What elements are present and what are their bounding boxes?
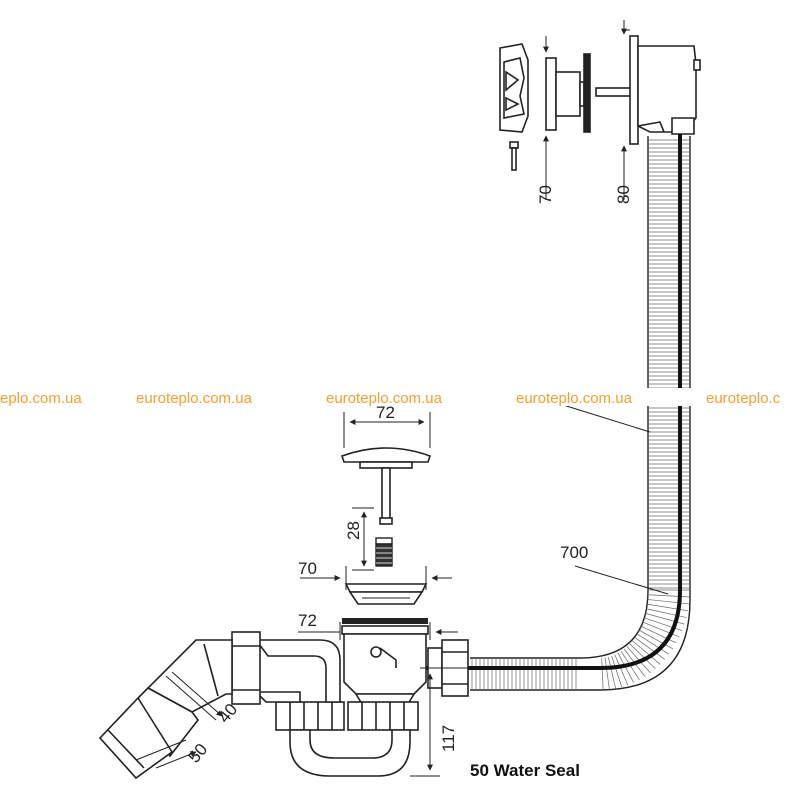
hose-rib [601,657,604,690]
outlet-diameter-label: 50 [185,740,212,767]
hose-rib [638,629,673,650]
watermark-3: euroteplo.com.ua [326,390,443,407]
hose-rib [642,621,680,638]
strainer-flange [344,583,428,605]
hose-rib [646,608,687,618]
dimension-cable-length [559,403,669,595]
dimension-outlet [135,671,223,769]
cable-length-label: 700 [560,543,588,562]
watermark-4: euroteplo.com.ua [516,390,633,407]
body-width-label: 72 [298,611,317,630]
overflow-spacer [545,57,585,131]
hose-rib [640,625,677,644]
dimension-plug-stem [352,507,374,571]
overflow-depth-label: 80 [614,185,633,204]
hose-rib [629,643,656,670]
watermark-band [0,388,800,406]
trap-nut-right [347,701,419,731]
strainer-width-label: 70 [298,559,317,578]
hose-rib [626,646,651,674]
watermark-1: eplo.com.ua [0,390,82,407]
hose-rib [614,654,629,686]
plug-stem-label: 28 [344,521,363,540]
hose-rib [645,612,685,625]
dimension-overflow-depth [621,20,630,200]
hose-rib [646,603,689,612]
watermark-2: euroteplo.com.ua [136,390,253,407]
hose-rib [604,657,610,690]
trap-height-label: 117 [439,725,458,752]
watermark-5: euroteplo.c [706,390,781,407]
pop-up-plug [340,447,432,525]
hose-rib [647,594,690,598]
trap-nut-left [275,701,345,731]
hose-rib [636,633,670,655]
dimension-strainer-width [300,566,452,590]
hose-rib [611,655,623,688]
dimension-plug-width [343,412,431,448]
u-bend [289,729,411,777]
overflow-cap [499,43,529,133]
hose-rib [647,599,690,605]
plug-width-label: 72 [376,403,395,422]
hose-rib [631,640,661,665]
hose-rib [617,652,635,683]
screw-icon [509,141,519,171]
waste-body [341,625,469,705]
outlet-elbow [98,631,341,780]
spring-cartridge [375,537,393,567]
overflow-assembly [499,35,701,171]
water-seal-caption: 50 Water Seal [470,761,580,780]
overflow-rod [595,87,633,97]
control-cable [396,134,682,670]
body-gasket [342,618,428,624]
hose-rib [634,636,665,660]
cap-depth-label: 70 [536,185,555,204]
overflow-gasket [583,53,591,133]
hose-rib [643,617,683,632]
hose-rib [607,656,616,689]
corrugated-hose [470,136,691,691]
dimension-body-width [298,622,458,640]
overflow-body [629,35,701,145]
dimension-trap-height [410,667,470,777]
